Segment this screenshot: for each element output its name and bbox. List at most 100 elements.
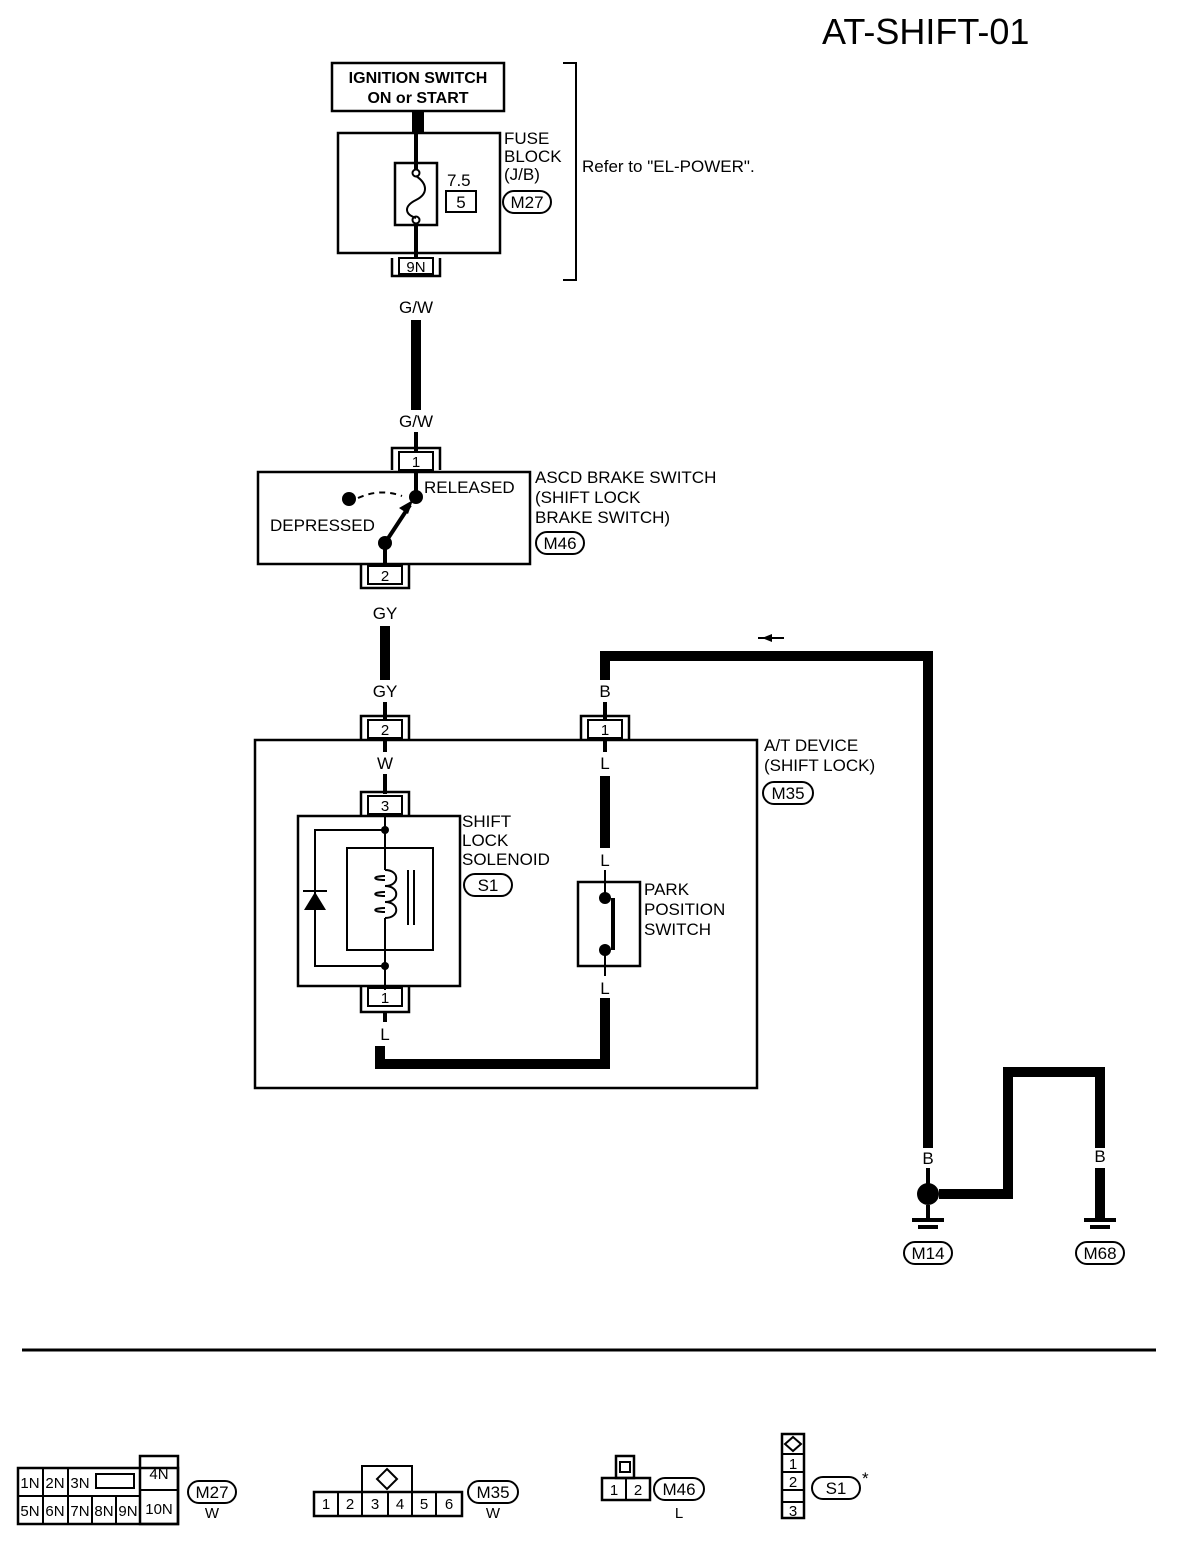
wire-l-mid-label: L: [600, 851, 609, 870]
m27-pin-8n: 8N: [94, 1503, 113, 1520]
label-depressed: DEPRESSED: [270, 516, 375, 535]
m27-name: M27: [195, 1483, 228, 1502]
connector-m27-face: [16, 1454, 180, 1526]
solenoid-pin3: 3: [381, 798, 389, 815]
m27-pin-2n: 2N: [45, 1475, 64, 1492]
m46-pin-2: 2: [634, 1482, 642, 1499]
diode-symbol: [304, 892, 326, 910]
m35-pin-2: 2: [346, 1496, 354, 1513]
ground-m14-badge: [903, 1241, 953, 1265]
m35-pin-3: 3: [371, 1496, 379, 1513]
m27-pin-3n: 3N: [70, 1475, 89, 1492]
terminal-9n-outer: [390, 258, 442, 278]
solenoid-line3: SOLENOID: [462, 850, 550, 869]
refer-bracket: [563, 62, 577, 281]
brake-switch-pin2-box: [367, 565, 403, 585]
wire-b-device-ground: [600, 651, 933, 1148]
fuse-amp: 7.5: [447, 171, 471, 190]
contact-depressed: [342, 492, 356, 506]
brake-switch-connector: M46: [543, 534, 576, 553]
wire-b-m14-label: B: [922, 1149, 933, 1168]
m27-color: W: [205, 1505, 220, 1522]
park-contact-top: [599, 892, 611, 904]
fuse-block-line2: BLOCK: [504, 147, 562, 166]
ignition-line1: IGNITION SWITCH: [349, 70, 488, 87]
terminal-9n: 9N: [406, 259, 425, 276]
ground-m14: M14: [911, 1244, 944, 1263]
park-switch-line1: PARK: [644, 880, 690, 899]
wire-b-m68-label: B: [1094, 1147, 1105, 1166]
m27-pin-4n: 4N: [149, 1466, 168, 1483]
s1-pin-2: 2: [789, 1474, 797, 1491]
ground-m68: M68: [1083, 1244, 1116, 1263]
coil-housing: [346, 847, 434, 951]
m35-pin-6: 6: [445, 1496, 453, 1513]
wire-l-bottom: [375, 998, 610, 1069]
park-switch-line3: SWITCH: [644, 920, 711, 939]
fuse-contact-top: [411, 168, 421, 178]
brake-switch-line2: (SHIFT LOCK: [535, 488, 641, 507]
fuse-block-line1: FUSE: [504, 129, 549, 148]
ignition-line2: ON or START: [367, 90, 468, 107]
brake-switch-box: [256, 470, 532, 566]
s1-pin-3: 3: [789, 1503, 797, 1520]
m35-pin-1: 1: [322, 1496, 330, 1513]
m27-badge: [187, 1480, 237, 1504]
m27-pin-9n: 9N: [118, 1503, 137, 1520]
at-device-connector-badge: [762, 781, 814, 805]
m35-pin-5: 5: [420, 1496, 428, 1513]
solenoid-pin1-box: [367, 987, 403, 1007]
fuse-block-connector-badge: [502, 190, 552, 214]
brake-switch-pin2: 2: [381, 568, 389, 585]
m46-badge: [653, 1477, 705, 1501]
diode-loop: [314, 829, 385, 967]
fuse-block-box: [336, 131, 502, 255]
brake-switch-connector-badge: [535, 531, 585, 555]
solenoid-line2: LOCK: [462, 831, 509, 850]
wire-gw-top-label: G/W: [399, 298, 433, 317]
s1-badge: [811, 1476, 861, 1500]
solenoid-line1: SHIFT: [462, 812, 511, 831]
s1-pin-1: 1: [789, 1456, 797, 1473]
brake-switch-pin1: 1: [412, 454, 420, 471]
solenoid-connector-badge: [463, 873, 513, 897]
brake-switch-pin2-outer: [359, 564, 411, 590]
m35-name: M35: [476, 1483, 509, 1502]
wire-w-label: W: [377, 754, 393, 773]
m27-pin-1n: 1N: [20, 1475, 39, 1492]
s1-name: S1: [826, 1479, 847, 1498]
wire-b-loop: [1003, 1067, 1105, 1148]
brake-switch-line1: ASCD BRAKE SWITCH: [535, 468, 716, 487]
m46-pin-1: 1: [610, 1482, 618, 1499]
fuse-number: 5: [456, 193, 465, 212]
ignition-terminal: [412, 111, 424, 133]
coil-winding: [384, 869, 398, 919]
at-device-connector: M35: [771, 784, 804, 803]
solenoid-connector: S1: [478, 876, 499, 895]
arrow-indicator-head: [762, 634, 772, 642]
connector-m35-face: [312, 1465, 464, 1518]
m35-color: W: [486, 1505, 501, 1522]
m35-badge: [467, 1480, 519, 1504]
wire-gy-top-label: GY: [373, 604, 398, 623]
diagram-title: AT-SHIFT-01: [822, 11, 1029, 52]
m46-color: L: [675, 1505, 683, 1522]
solenoid-pin3-outer: [359, 790, 411, 816]
m35-pin-4: 4: [396, 1496, 404, 1513]
at-device-pin1: 1: [601, 722, 609, 739]
wire-b-mid-label: B: [1002, 1147, 1013, 1166]
fuse-number-box: [445, 190, 477, 213]
connector-m46-face: [600, 1454, 652, 1502]
coil-loops: [374, 875, 386, 913]
m46-name: M46: [662, 1480, 695, 1499]
wire-b-splice: [939, 1148, 1013, 1199]
label-released: RELEASED: [424, 478, 515, 497]
solenoid-pin1: 1: [381, 990, 389, 1007]
ground-m68-badge: [1075, 1241, 1125, 1265]
s1-asterisk: *: [862, 1469, 869, 1488]
at-device-line1: A/T DEVICE: [764, 736, 858, 755]
wire-b-device-label: B: [599, 682, 610, 701]
m27-pin-7n: 7N: [70, 1503, 89, 1520]
park-switch-line2: POSITION: [644, 900, 725, 919]
m27-pin-10n: 10N: [145, 1501, 173, 1518]
